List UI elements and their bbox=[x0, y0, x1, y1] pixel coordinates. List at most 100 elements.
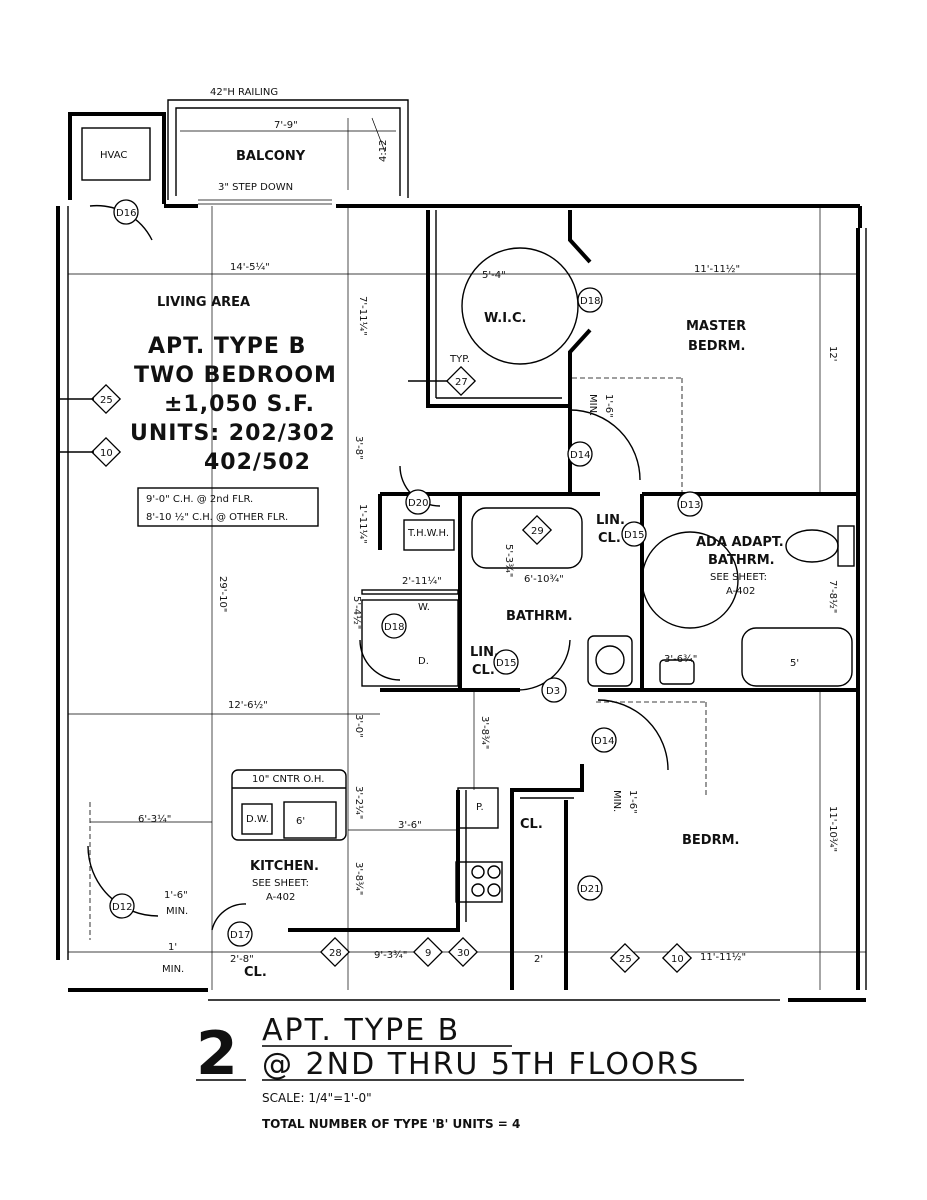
bedrm-label: BEDRM. bbox=[682, 833, 739, 848]
thwh-label: T.H.W.H. bbox=[407, 528, 449, 539]
kitchen-sheet-2: A-402 bbox=[266, 892, 295, 903]
door-tag-d18b: D18 bbox=[384, 622, 404, 633]
balcony-width-dim: 7'-9" bbox=[274, 120, 298, 131]
master-bedrm-label-2: BEDRM. bbox=[688, 339, 745, 354]
ceiling-note-1: 9'-0" C.H. @ 2nd FLR. bbox=[146, 494, 253, 505]
dim-min-2: 1'-6" bbox=[627, 790, 638, 814]
title-block: 2 APT. TYPE B @ 2ND THRU 5TH FLOORS SCAL… bbox=[196, 1013, 744, 1131]
keynote-27: 27 bbox=[455, 377, 468, 388]
door-tag-d21: D21 bbox=[580, 884, 600, 895]
door-tag-d14b: D14 bbox=[594, 736, 614, 747]
dim-bath-depth: 5'-3¾" bbox=[503, 544, 514, 577]
kitchen-sheet-1: SEE SHEET: bbox=[252, 878, 309, 889]
dim-laundry-width: 2'-11¼" bbox=[402, 575, 442, 587]
door-tag-d15b: D15 bbox=[496, 658, 516, 669]
door-tag-d20: D20 bbox=[408, 498, 428, 509]
washer-label: W. bbox=[418, 602, 430, 613]
door-tag-d18a: D18 bbox=[580, 296, 600, 307]
dim-kitchen-3: 3'-8¾" bbox=[353, 862, 364, 895]
step-down-label: 3" STEP DOWN bbox=[218, 182, 293, 193]
master-bedrm-label-1: MASTER bbox=[686, 319, 746, 334]
balcony-label: BALCONY bbox=[236, 149, 306, 164]
dim-closet-width: 2'-8" bbox=[230, 954, 254, 965]
dimension-lines bbox=[68, 206, 866, 990]
hvac-label: HVAC bbox=[100, 150, 127, 161]
closet-label-2: CL. bbox=[244, 965, 267, 980]
drawing-number: 2 bbox=[196, 1019, 238, 1089]
dim-kitchen-1: 3'-2¼" bbox=[353, 786, 365, 819]
lin-cl-label-1a: LIN. bbox=[596, 513, 625, 528]
keynote-25: 25 bbox=[100, 395, 113, 406]
door-tag-d12: D12 bbox=[112, 902, 132, 913]
dim-entry-width: 6'-3¼" bbox=[138, 813, 171, 825]
dim-wic-width: 5'-4" bbox=[482, 270, 506, 281]
door-tag-d3: D3 bbox=[546, 686, 560, 697]
dim-bedrm-width: 11'-11½" bbox=[700, 951, 746, 963]
apt-type-label: APT. TYPE B bbox=[148, 334, 306, 359]
keynote-28: 28 bbox=[329, 948, 342, 959]
drawing-title-line1: APT. TYPE B bbox=[262, 1013, 460, 1048]
keynote-29: 29 bbox=[531, 526, 544, 537]
ada-bath-label-2: BATHRM. bbox=[708, 553, 775, 568]
area-label: ±1,050 S.F. bbox=[164, 392, 315, 417]
railing-label: 42"H RAILING bbox=[210, 87, 278, 98]
units-label-1: UNITS: 202/302 bbox=[130, 421, 336, 446]
dim-vanity-width: 3'-6¾" bbox=[664, 654, 697, 665]
door-tags: D16 D18 D14 D13 D15 D20 D18 D15 D3 D14 D… bbox=[109, 199, 703, 947]
two-bedroom-label: TWO BEDROOM bbox=[134, 363, 337, 388]
counter-label: 10" CNTR O.H. bbox=[252, 774, 324, 785]
door-tag-d13: D13 bbox=[680, 500, 700, 511]
dim-hall-2: 1'-11¼" bbox=[357, 504, 369, 544]
keynote-tags: 25 10 27 29 28 9 30 25 10 bbox=[58, 365, 693, 974]
ceiling-note-box bbox=[137, 487, 319, 527]
dim-hall-1: 3'-8" bbox=[353, 436, 364, 460]
keynote-10: 10 bbox=[100, 448, 113, 459]
min-label-3: MIN. bbox=[587, 394, 598, 416]
door-swings bbox=[87, 204, 669, 931]
interior-walls bbox=[231, 210, 858, 990]
pantry-label: P. bbox=[476, 802, 484, 813]
door-tag-d16: D16 bbox=[116, 208, 136, 219]
dim-entry-1ft: 1' bbox=[168, 942, 177, 953]
dim-closet-2ft: 2' bbox=[534, 954, 543, 965]
dim-living-width: 14'-5¼" bbox=[230, 261, 270, 273]
lin-cl-label-2a: LIN. bbox=[470, 645, 499, 660]
drawing-scale: SCALE: 1/4"=1'-0" bbox=[262, 1091, 372, 1105]
kitchen-label: KITCHEN. bbox=[250, 859, 319, 874]
living-area-label: LIVING AREA bbox=[157, 295, 250, 310]
door-tag-d15a: D15 bbox=[624, 530, 644, 541]
wic-label: W.I.C. bbox=[484, 311, 526, 326]
dim-kitchen-width: 9'-3¾" bbox=[374, 950, 407, 961]
ada-bath-label-4: A-402 bbox=[726, 586, 755, 597]
hvac-closet: HVAC bbox=[68, 112, 166, 204]
fixtures bbox=[241, 247, 855, 897]
min-label-4: MIN. bbox=[611, 790, 622, 812]
ceiling-note-2: 8'-10 ½" C.H. @ OTHER FLR. bbox=[146, 511, 288, 523]
door-tag-d17: D17 bbox=[230, 930, 250, 941]
dryer-label: D. bbox=[418, 656, 429, 667]
typ-label: TYP. bbox=[449, 354, 470, 365]
keynote-9: 9 bbox=[425, 948, 431, 959]
balcony: 42"H RAILING 7'-9" BALCONY 4:12 3" STEP … bbox=[167, 87, 409, 205]
dim-bedrm-depth: 11'-10¾" bbox=[827, 806, 838, 852]
dim-living-depth: 7'-11¼" bbox=[357, 296, 369, 336]
dim-min-1: 1'-6" bbox=[603, 394, 614, 418]
ada-bath-label-3: SEE SHEET: bbox=[710, 572, 767, 583]
dim-laundry-depth: 5'-4½" bbox=[351, 596, 363, 629]
dim-hall-3: 3'-0" bbox=[353, 714, 364, 738]
ada-bath-label-1: ADA ADAPT. bbox=[696, 535, 784, 550]
lin-cl-label-1b: CL. bbox=[598, 531, 621, 546]
lin-cl-label-2b: CL. bbox=[472, 663, 495, 678]
keynote-10b: 10 bbox=[671, 954, 684, 965]
dim-entry-min: 1'-6" bbox=[164, 890, 188, 901]
roof-pitch-label: 4:12 bbox=[378, 140, 389, 162]
min-label-1: MIN. bbox=[166, 906, 188, 917]
closet-label-1: CL. bbox=[520, 817, 543, 832]
dim-overall-depth: 29'-10" bbox=[217, 576, 228, 612]
exterior-walls bbox=[56, 204, 867, 1002]
min-label-2: MIN. bbox=[162, 964, 184, 975]
total-units-note: TOTAL NUMBER OF TYPE 'B' UNITS = 4 bbox=[262, 1117, 520, 1131]
dishwasher-label: D.W. bbox=[246, 814, 269, 825]
dim-kitchen-2: 3'-6" bbox=[398, 820, 422, 831]
